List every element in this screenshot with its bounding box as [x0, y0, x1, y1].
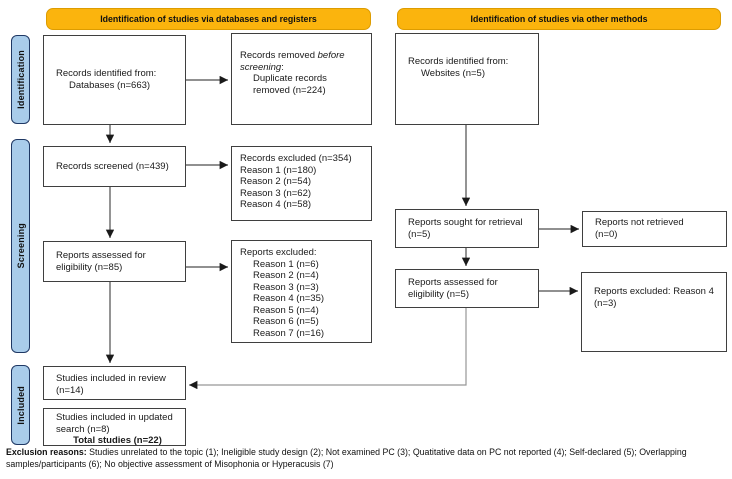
tab-included: Included: [11, 365, 30, 445]
studies-updated-line2: search (n=8): [56, 423, 110, 435]
records-screened-label: Records screened (n=439): [56, 160, 169, 172]
box-reports-not-retrieved: Reports not retrieved (n=0): [582, 211, 727, 247]
reports-excluded-left-line: Reason 7 (n=16): [253, 328, 325, 340]
studies-updated-total: Total studies (n=22): [73, 435, 162, 447]
reports-assessed-right-line2: eligibility (n=5): [408, 288, 469, 300]
tab-screening: Screening: [11, 139, 30, 353]
box-records-removed: Records removed before screening: Duplic…: [231, 33, 372, 125]
reports-excluded-left-line: Reason 4 (n=35): [253, 293, 325, 305]
reports-excluded-left-line: Reason 6 (n=5): [253, 316, 319, 328]
box-reports-sought: Reports sought for retrieval (n=5): [395, 209, 539, 248]
records-excluded-line: Records excluded (n=354): [240, 153, 352, 164]
box-records-screened: Records screened (n=439): [43, 146, 186, 187]
header-databases-registers: Identification of studies via databases …: [46, 8, 371, 30]
studies-included-line2: (n=14): [56, 384, 84, 396]
footnote-text: Studies unrelated to the topic (1); Inel…: [6, 447, 687, 469]
reports-sought-line1: Reports sought for retrieval: [408, 216, 523, 228]
box-records-excluded: Records excluded (n=354) Reason 1 (n=180…: [231, 146, 372, 221]
reports-excluded-left-line: Reason 3 (n=3): [253, 281, 319, 293]
tab-identification: Identification: [11, 35, 30, 124]
box-reports-assessed-right: Reports assessed for eligibility (n=5): [395, 269, 539, 308]
reports-not-retrieved-line1: Reports not retrieved: [595, 217, 684, 229]
records-removed-line2: Duplicate records removed (n=224): [253, 73, 327, 96]
reports-excluded-right-line1: Reports excluded: Reason 4: [594, 286, 714, 297]
reports-excluded-left-line: Reason 5 (n=4): [253, 304, 319, 316]
box-studies-included: Studies included in review (n=14): [43, 366, 186, 400]
records-excluded-line: Reason 1 (n=180): [240, 164, 317, 176]
reports-assessed-left-line2: eligibility (n=85): [56, 261, 123, 273]
reports-excluded-right-line2: (n=3): [594, 297, 617, 309]
header-other-methods: Identification of studies via other meth…: [397, 8, 721, 30]
box-reports-excluded-left: Reports excluded: Reason 1 (n=6) Reason …: [231, 240, 372, 343]
records-excluded-line: Reason 4 (n=58): [240, 199, 312, 211]
exclusion-reasons-footnote: Exclusion reasons: Studies unrelated to …: [6, 447, 728, 471]
reports-assessed-left-line1: Reports assessed for: [56, 249, 146, 261]
box-records-identified: Records identified from: Databases (n=66…: [43, 35, 186, 125]
studies-updated-line1: Studies included in updated: [56, 412, 173, 423]
records-websites-line2: Websites (n=5): [421, 67, 485, 79]
reports-excluded-left-line: Reason 2 (n=4): [253, 270, 319, 282]
box-reports-assessed-left: Reports assessed for eligibility (n=85): [43, 241, 186, 282]
reports-not-retrieved-line2: (n=0): [595, 229, 618, 240]
tab-screening-label: Screening: [15, 223, 26, 269]
records-excluded-line: Reason 3 (n=62): [240, 187, 312, 199]
records-removed-line1: Records removed before screening:: [240, 50, 345, 73]
box-reports-excluded-right: Reports excluded: Reason 4 (n=3): [581, 272, 727, 352]
box-records-websites: Records identified from: Websites (n=5): [395, 33, 539, 125]
reports-excluded-left-title: Reports excluded:: [240, 247, 317, 258]
reports-assessed-right-line1: Reports assessed for: [408, 276, 498, 288]
box-studies-updated: Studies included in updated search (n=8)…: [43, 408, 186, 446]
studies-included-line1: Studies included in review: [56, 373, 166, 384]
tab-identification-label: Identification: [15, 50, 26, 109]
tab-included-label: Included: [15, 385, 26, 425]
records-identified-line1: Records identified from:: [56, 68, 157, 80]
reports-sought-line2: (n=5): [408, 228, 431, 240]
records-excluded-line: Reason 2 (n=54): [240, 176, 312, 188]
header-other-label: Identification of studies via other meth…: [470, 14, 648, 24]
records-identified-line2: Databases (n=663): [69, 80, 151, 91]
reports-excluded-left-line: Reason 1 (n=6): [253, 258, 319, 270]
records-websites-line1: Records identified from:: [408, 56, 509, 67]
header-databases-label: Identification of studies via databases …: [100, 14, 317, 24]
footnote-label: Exclusion reasons:: [6, 447, 87, 457]
